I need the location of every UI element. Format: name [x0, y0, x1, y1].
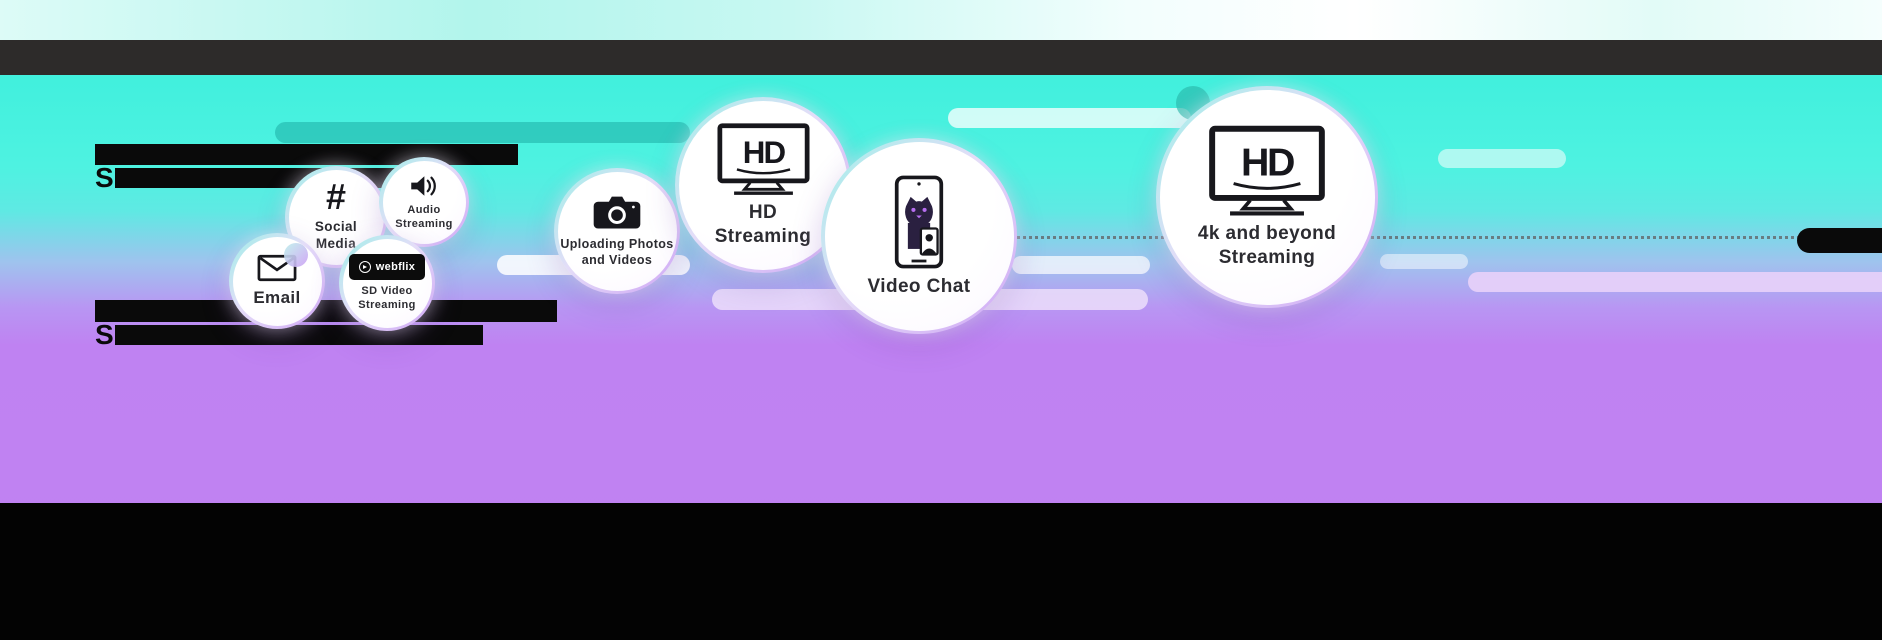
redacted-text-bar: [114, 168, 427, 188]
bubble-video-chat: Video Chat: [821, 138, 1017, 334]
bubble-label: Uploading Photos and Videos: [560, 236, 674, 267]
bubble-hd-streaming: HD HD Streaming: [675, 97, 851, 273]
bottom-black-bar: [0, 503, 1882, 640]
bubble-label: 4k and beyond Streaming: [1197, 223, 1337, 268]
redacted-text-bar: [95, 300, 557, 322]
decor-pill-lavender-right: [1468, 272, 1882, 292]
hd-tv-icon: HD: [716, 123, 810, 195]
decor-bubble-small-lavender: [284, 243, 308, 267]
redacted-heading-2: S: [95, 300, 557, 350]
decor-pill-white-videochat: [1012, 256, 1150, 274]
bubble-sd-video-streaming: webflix SD Video Streaming: [339, 235, 435, 331]
bubble-label: Audio Streaming: [395, 203, 453, 230]
hashtag-icon: #: [325, 176, 347, 218]
top-gradient-strip: [0, 0, 1882, 40]
bubble-uploading-photos-videos: Uploading Photos and Videos: [554, 168, 680, 294]
decor-pill-black-right: [1797, 228, 1882, 253]
bubble-label: Video Chat: [867, 275, 971, 297]
tv-screen-label: HD: [1241, 141, 1294, 185]
webflix-logo-text: webflix: [375, 260, 416, 273]
bubble-4k-streaming: HD 4k and beyond Streaming: [1156, 86, 1378, 308]
heading-prefix-letter: S: [95, 319, 114, 350]
speaker-icon: [411, 176, 436, 196]
video-call-phone-icon: [894, 175, 944, 269]
heading-prefix-letter: S: [95, 162, 114, 193]
camera-icon: [593, 196, 641, 229]
bubble-audio-streaming: Audio Streaming: [379, 157, 469, 247]
redacted-text-bar: [95, 144, 518, 165]
bubble-label: HD Streaming: [714, 201, 812, 247]
top-dark-bar: [0, 40, 1882, 75]
tv-screen-label: HD: [742, 135, 785, 170]
cat-face: [905, 196, 933, 226]
decor-pill-white-right: [1438, 149, 1566, 168]
redacted-text-bar: [114, 325, 483, 345]
bubble-email: Email: [229, 233, 325, 329]
bubble-label: Email: [253, 287, 301, 307]
decor-pill-white-4k: [1380, 254, 1468, 269]
decor-pill-white-top: [948, 108, 1191, 128]
decor-pill-teal: [275, 122, 690, 143]
bubble-label: SD Video Streaming: [358, 284, 416, 311]
play-icon: [358, 260, 371, 273]
webflix-play-logo: webflix: [348, 253, 426, 280]
bubble-label: Social Media: [314, 218, 358, 251]
hd-tv-icon: HD: [1209, 126, 1325, 216]
